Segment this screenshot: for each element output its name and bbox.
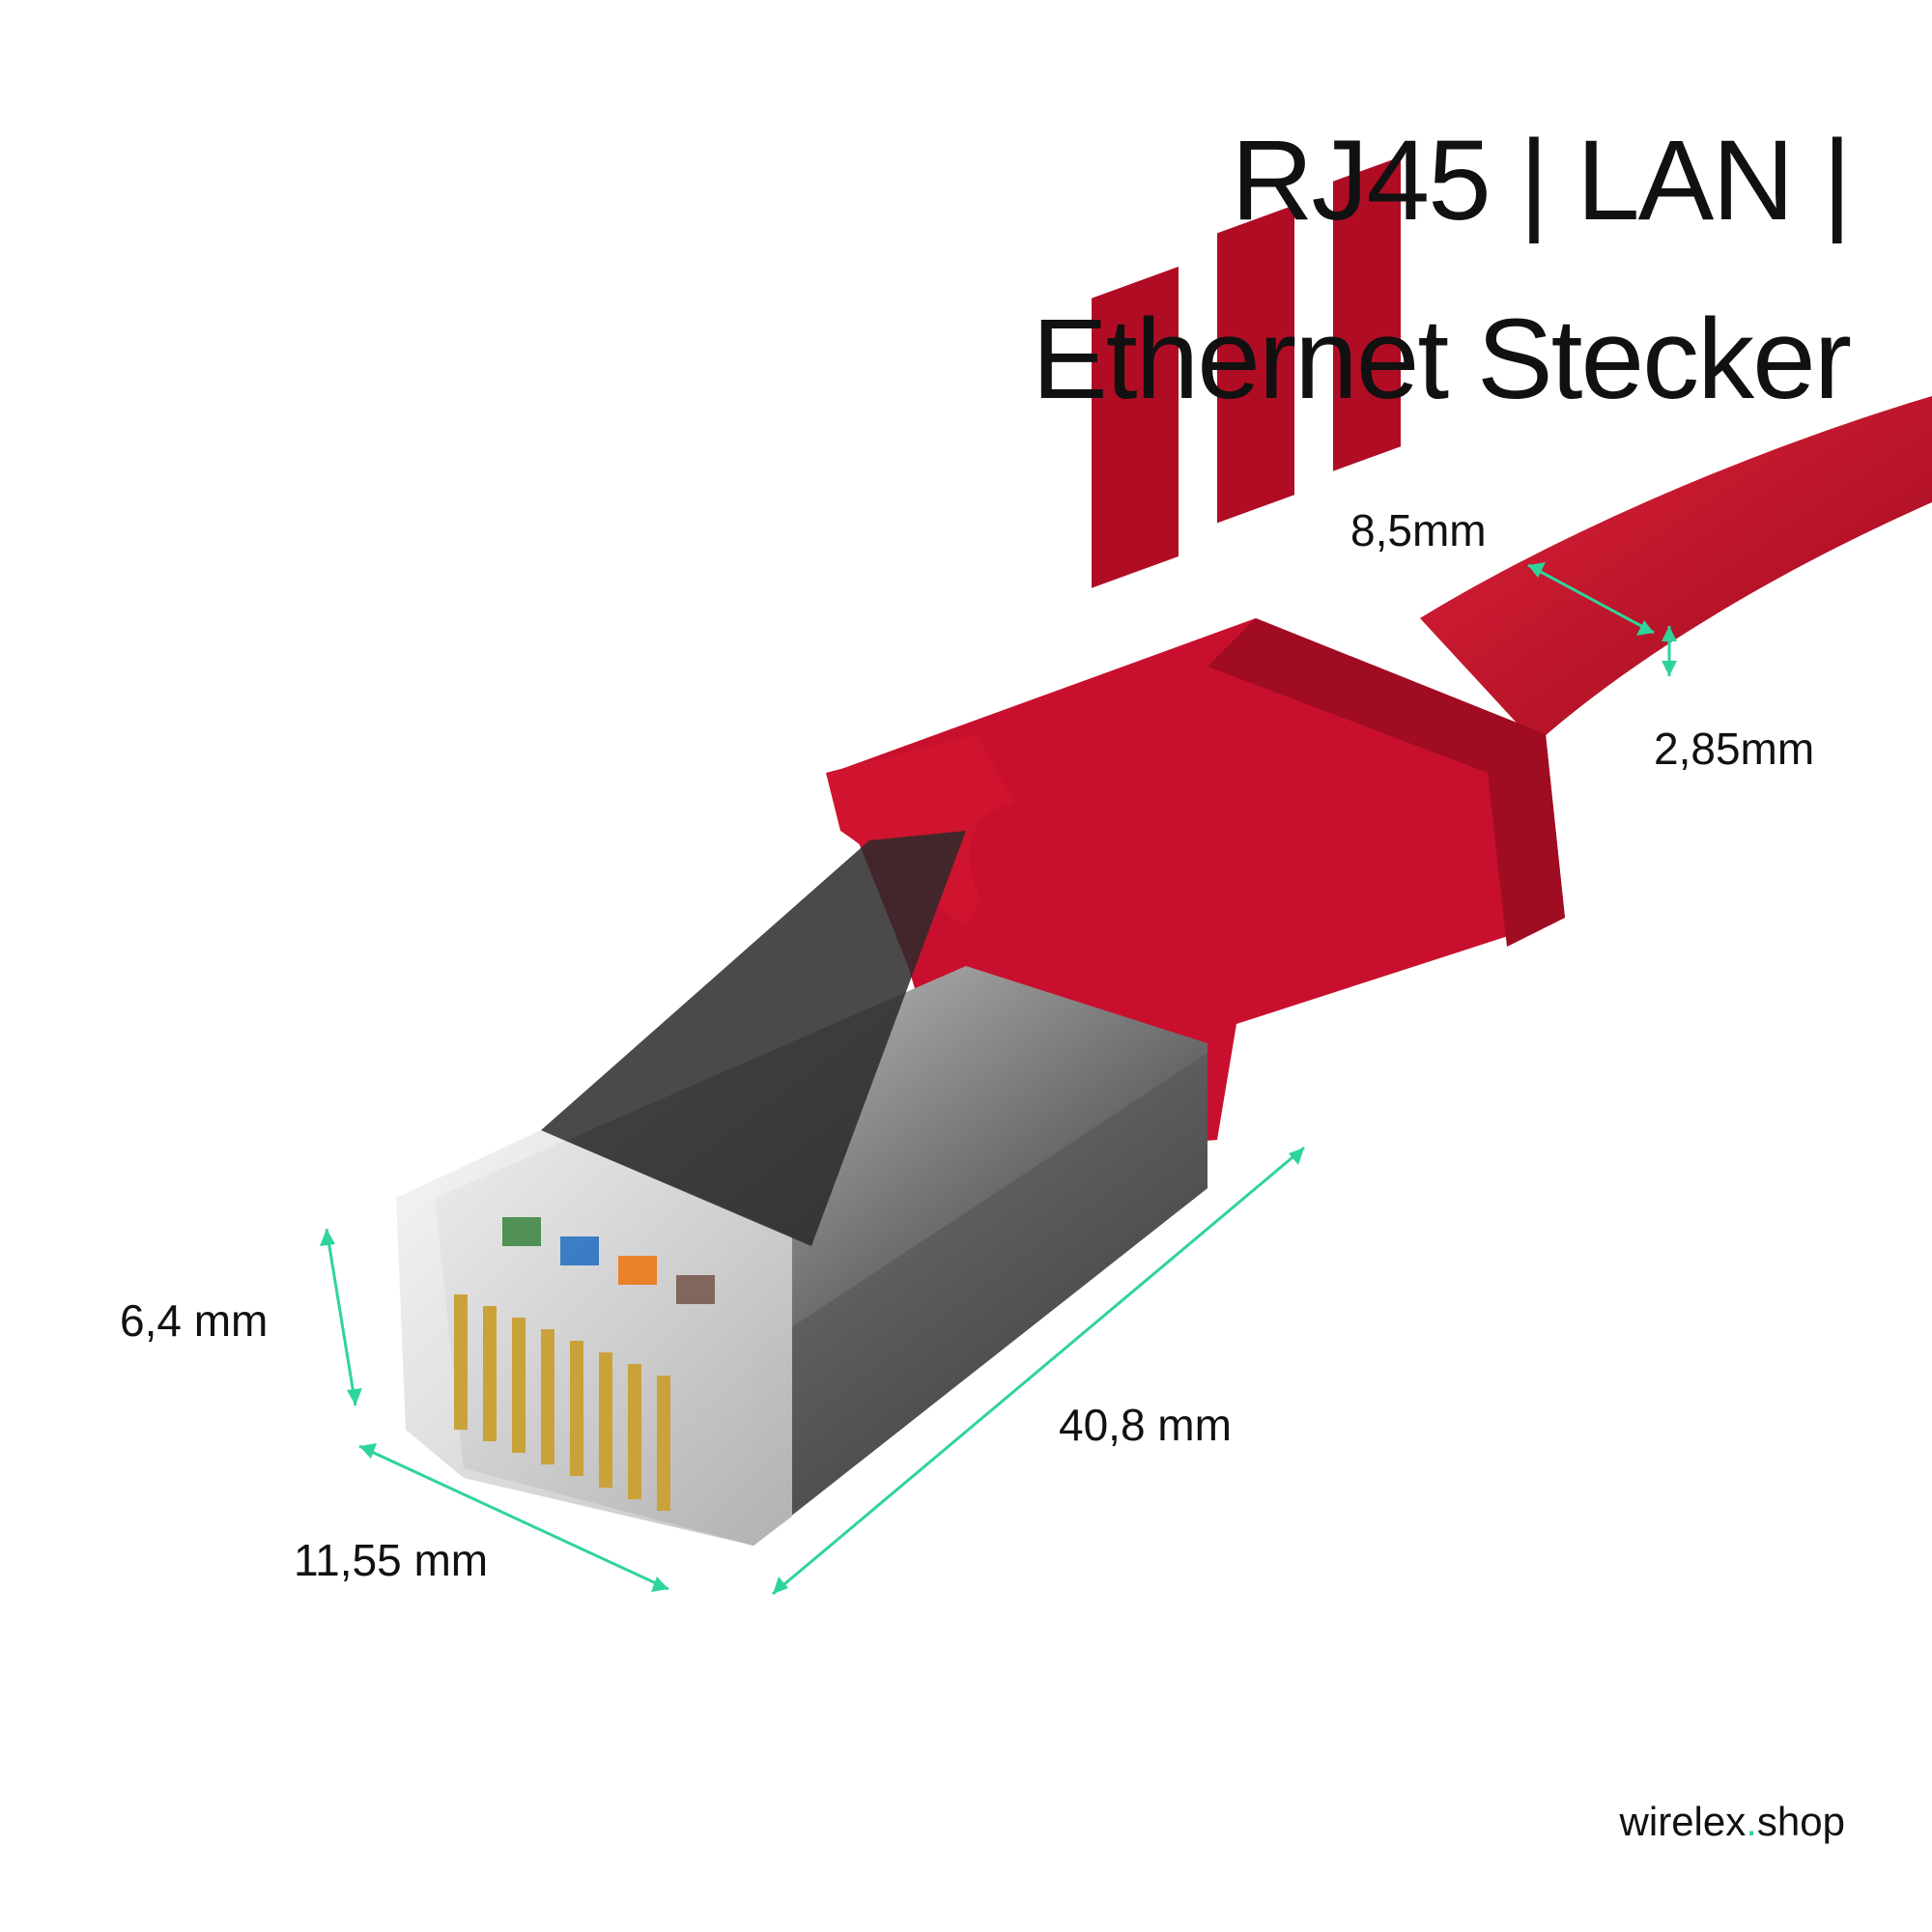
gold-contacts — [454, 1294, 670, 1511]
dimension-plug-height: 6,4 mm — [120, 1295, 269, 1346]
dimension-plug-length: 40,8 mm — [1059, 1400, 1232, 1450]
arrow-plug-height — [325, 1228, 357, 1406]
dimension-cable-width: 8,5mm — [1350, 505, 1487, 555]
brand-tld: shop — [1756, 1799, 1845, 1844]
plug-latch — [541, 831, 966, 1246]
title-line-1: RJ45 | LAN | — [1231, 117, 1852, 244]
brand-logo: wirelex.shop — [1620, 1799, 1845, 1845]
wire-pairs — [502, 1217, 715, 1304]
arrow-cable-width — [1527, 563, 1655, 635]
arrow-plug-length — [772, 1146, 1305, 1596]
dimension-cable-height: 2,85mm — [1654, 724, 1815, 774]
cable — [1420, 396, 1932, 744]
brand-dot: . — [1746, 1799, 1757, 1844]
brand-name: wirelex — [1619, 1799, 1747, 1844]
dimension-plug-width: 11,55 mm — [294, 1535, 489, 1585]
title-line-2: Ethernet Stecker — [1032, 296, 1852, 423]
arrow-plug-width — [358, 1444, 669, 1591]
page-title: RJ45 | LAN | Ethernet Stecker — [1032, 92, 1852, 449]
clear-plug-housing — [396, 1130, 792, 1546]
